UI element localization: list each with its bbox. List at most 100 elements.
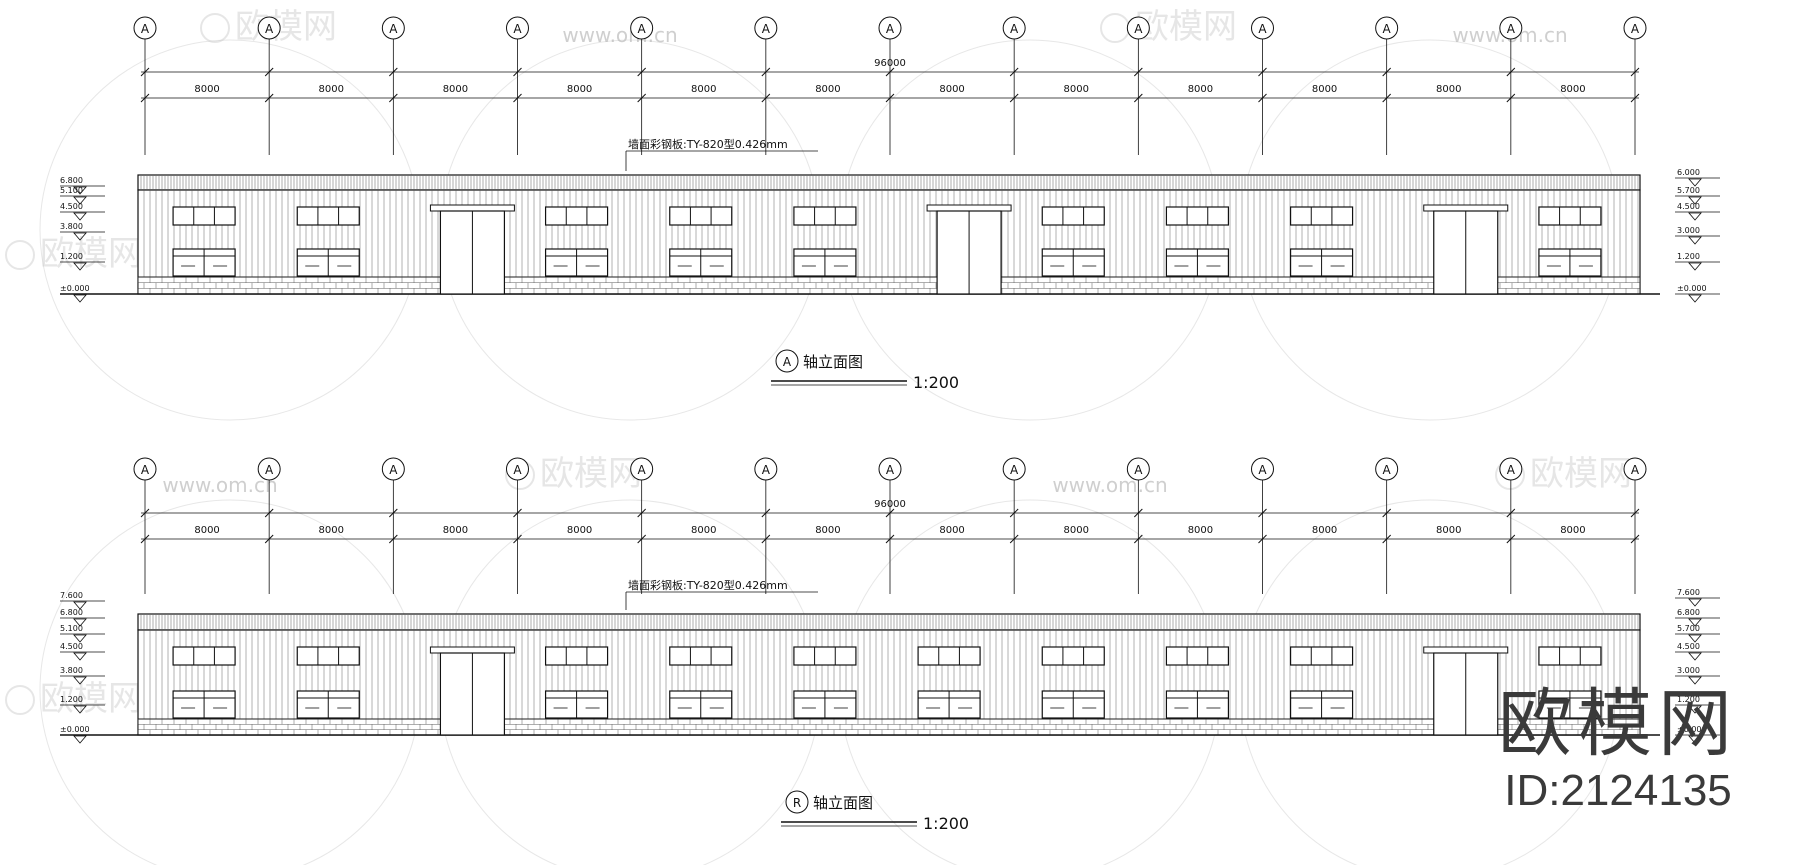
watermark-logo-text: 欧模网	[1135, 7, 1237, 47]
dimension-tick	[637, 534, 647, 544]
watermark-logo: 欧模网	[1495, 454, 1632, 494]
watermark-layer: 欧模网欧模网欧模网欧模网欧模网欧模网欧模网欧模网www.om.cnwww.om.…	[5, 7, 1632, 865]
level-triangle-icon	[1688, 236, 1702, 245]
level-label: 6.000	[1677, 168, 1700, 177]
grid-bubble-label: A	[389, 22, 398, 36]
brick-plinth	[137, 718, 1641, 736]
scale-label: 1:200	[923, 814, 969, 833]
door-canopy	[1423, 646, 1509, 654]
door-canopy	[429, 204, 515, 212]
dimension-tick	[140, 67, 150, 77]
dimension-tick	[1630, 93, 1640, 103]
dimension-tick	[1258, 67, 1267, 77]
grid-bubble-label: A	[513, 463, 522, 477]
grid-bubble-label: A	[513, 22, 522, 36]
dimension-tick	[388, 67, 398, 77]
dimension-tick	[1133, 67, 1143, 77]
bay-dimension-text: 8000	[443, 84, 468, 95]
watermark-logo-text: 欧模网	[1530, 454, 1632, 494]
watermark-cloud-icon	[1100, 13, 1130, 43]
level-triangle-icon	[73, 186, 87, 195]
high-window	[793, 646, 857, 666]
level-triangle-icon	[1688, 196, 1702, 205]
door-canopy	[1423, 204, 1509, 212]
grid-bubble-label: A	[762, 463, 771, 477]
level-triangle-icon	[1688, 598, 1702, 607]
dimension-tick	[1506, 534, 1516, 544]
dimension-tick	[513, 508, 522, 518]
grid-bubble-label: A	[1258, 463, 1267, 477]
level-label: ±0.000	[60, 284, 90, 293]
dimension-tick	[264, 93, 274, 103]
roof-note: 墙面彩钢板:TY-820型0.426mm	[628, 137, 788, 151]
high-window	[1538, 206, 1602, 226]
grid-bubble-label: A	[1507, 22, 1516, 36]
dimension-tick	[140, 508, 150, 518]
overall-dimension-text: 96000	[874, 499, 906, 510]
dimension-tick	[264, 508, 274, 518]
level-triangle-icon	[73, 601, 87, 610]
level-label: 5.100	[60, 624, 83, 633]
level-triangle-icon	[73, 618, 87, 627]
dimension-tick	[1382, 93, 1392, 103]
dimension-tick	[1630, 508, 1640, 518]
high-window	[917, 646, 981, 666]
title-axis-letter: A	[783, 355, 792, 369]
bay-dimension-text: 8000	[1312, 525, 1337, 536]
dimension-tick	[637, 508, 647, 518]
dimension-tick	[885, 534, 895, 544]
bay-dimension-text: 8000	[194, 84, 219, 95]
bay-dimension-text: 8000	[319, 525, 344, 536]
high-window	[1289, 646, 1354, 666]
dimension-tick	[1258, 508, 1267, 518]
dimension-tick	[140, 93, 150, 103]
level-triangle-icon	[73, 196, 87, 205]
grid-bubble-label: A	[1010, 463, 1019, 477]
level-label: 6.800	[60, 176, 83, 185]
watermark-url-text: www.om.cn	[1052, 473, 1167, 497]
elevation-title: 轴立面图	[803, 353, 863, 371]
grid-bubble-label: A	[1507, 463, 1516, 477]
dimension-tick	[885, 67, 895, 77]
dimension-tick	[140, 534, 150, 544]
level-label: 3.800	[60, 666, 83, 675]
dimension-tick	[1009, 93, 1019, 103]
grid-bubble-label: A	[638, 22, 647, 36]
watermark-logo-text: 欧模网	[40, 679, 142, 719]
bay-dimension-text: 8000	[1064, 525, 1089, 536]
roof-eave	[137, 174, 1641, 191]
dimension-tick	[1382, 67, 1392, 77]
level-triangle-icon	[73, 676, 87, 685]
level-label: 5.700	[1677, 186, 1700, 195]
dimension-tick	[513, 93, 522, 103]
level-label: 4.500	[60, 202, 83, 211]
grid-bubble-label: A	[1258, 22, 1267, 36]
dimension-tick	[388, 534, 398, 544]
grid-bubble-label: A	[1631, 463, 1640, 477]
watermark-url-text: www.om.cn	[562, 23, 677, 47]
dimension-tick	[1009, 508, 1019, 518]
level-label: 1.200	[60, 695, 83, 704]
level-label: 3.000	[1677, 666, 1700, 675]
bay-dimension-text: 8000	[691, 525, 716, 536]
level-triangle-icon	[73, 212, 87, 221]
brick-plinth	[137, 276, 1641, 295]
dimension-tick	[1009, 67, 1019, 77]
title-axis-bubble	[785, 790, 809, 814]
grid-bubble-label: A	[886, 463, 895, 477]
level-label: 1.200	[1677, 695, 1700, 704]
grid-bubble-label: A	[762, 22, 771, 36]
high-window	[296, 646, 360, 666]
bay-dimension-text: 8000	[1312, 84, 1337, 95]
grid-bubble-label: A	[141, 22, 150, 36]
level-triangle-icon	[1688, 705, 1702, 714]
watermark-cloud-icon	[5, 240, 35, 270]
dimension-tick	[1630, 534, 1640, 544]
overall-dimension-text: 96000	[874, 58, 906, 69]
level-triangle-icon	[73, 232, 87, 241]
roof-eave	[137, 613, 1641, 631]
level-triangle-icon	[1688, 178, 1702, 187]
bay-dimension-text: 8000	[567, 525, 592, 536]
